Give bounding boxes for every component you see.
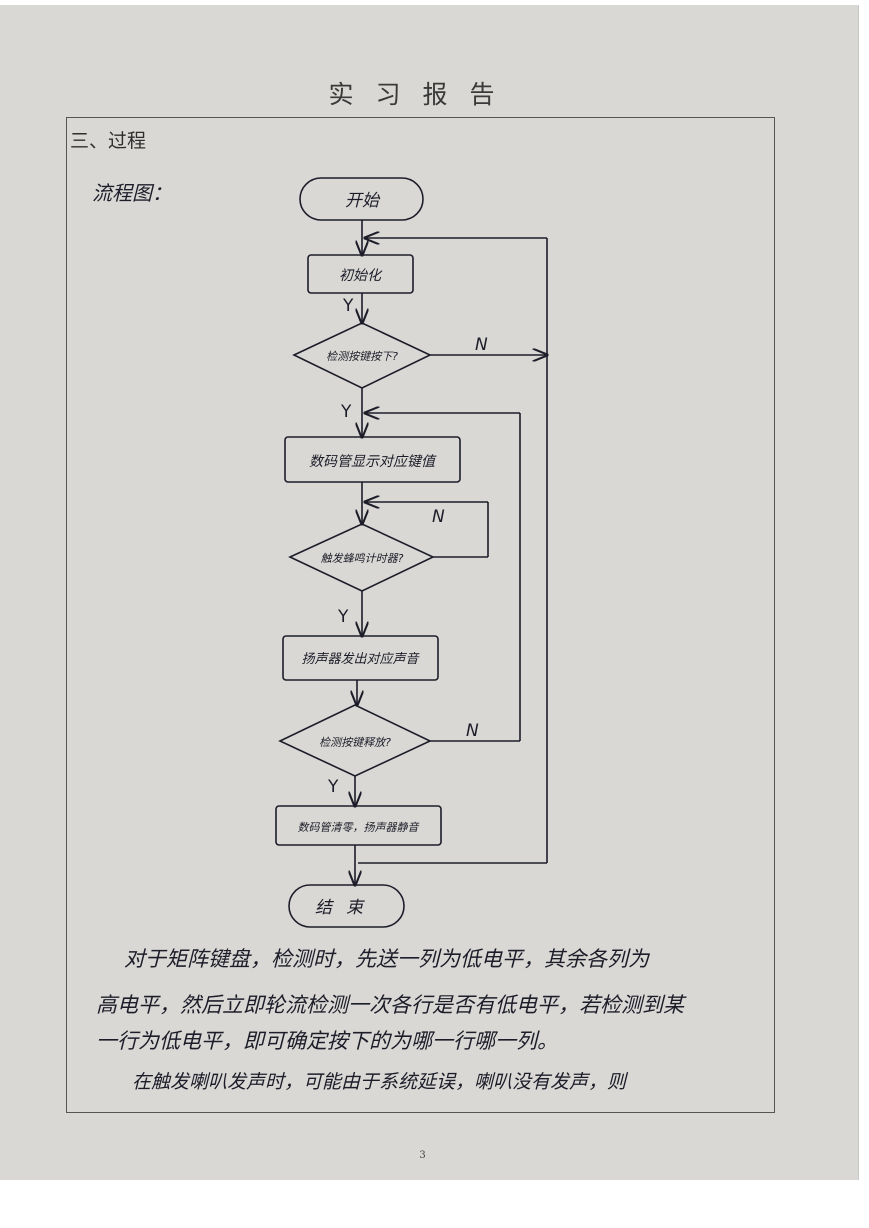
no-label-timer: N (432, 507, 445, 527)
page-number: 3 (419, 1150, 426, 1161)
end-text: 结束 (315, 898, 377, 918)
content-frame (66, 117, 775, 1113)
yes-label-timer: Y (337, 607, 349, 627)
paragraph-line-1: 对于矩阵键盘，检测时，先送一列为低电平，其余各列为 (124, 947, 649, 971)
display-box (284, 436, 461, 483)
no-label-key-released: N (466, 721, 479, 741)
flowchart: 开始 初始化 检测按键按下? 数码管显示对应键值 触发蜂鸣计时器? 扬声器发出对… (275, 177, 858, 928)
speaker-text: 扬声器发出对应声音 (301, 651, 420, 667)
yes-label-init: Y (342, 296, 354, 316)
paragraph-line-2: 高电平，然后立即轮流检测一次各行是否有低电平，若检测到某 (96, 993, 684, 1017)
key-pressed-text: 检测按键按下? (326, 350, 398, 363)
flowchart-label: 流程图： (92, 181, 172, 205)
display-text: 数码管显示对应键值 (309, 454, 437, 470)
paragraph-line-4: 在触发喇叭发声时，可能由于系统延误，喇叭没有发声，则 (132, 1071, 627, 1093)
report-page: 实习报告 三、过程 流程图： (0, 5, 859, 1180)
yes-label-key-pressed: Y (340, 402, 352, 422)
end-terminal (288, 884, 405, 928)
yes-label-key-released: Y (327, 777, 339, 797)
start-text: 开始 (345, 191, 381, 211)
init-text: 初始化 (339, 268, 383, 284)
timer-text: 触发蜂鸣计时器? (321, 552, 404, 565)
clear-text: 数码管清零，扬声器静音 (298, 821, 420, 834)
section-heading: 三、过程 (70, 130, 147, 152)
page-header-title: 实习报告 (328, 80, 517, 109)
paragraph-line-3: 一行为低电平，即可确定按下的为哪一行哪一列。 (96, 1029, 558, 1053)
key-released-text: 检测按键释放? (319, 736, 391, 749)
no-label-key-pressed: N (475, 335, 488, 355)
